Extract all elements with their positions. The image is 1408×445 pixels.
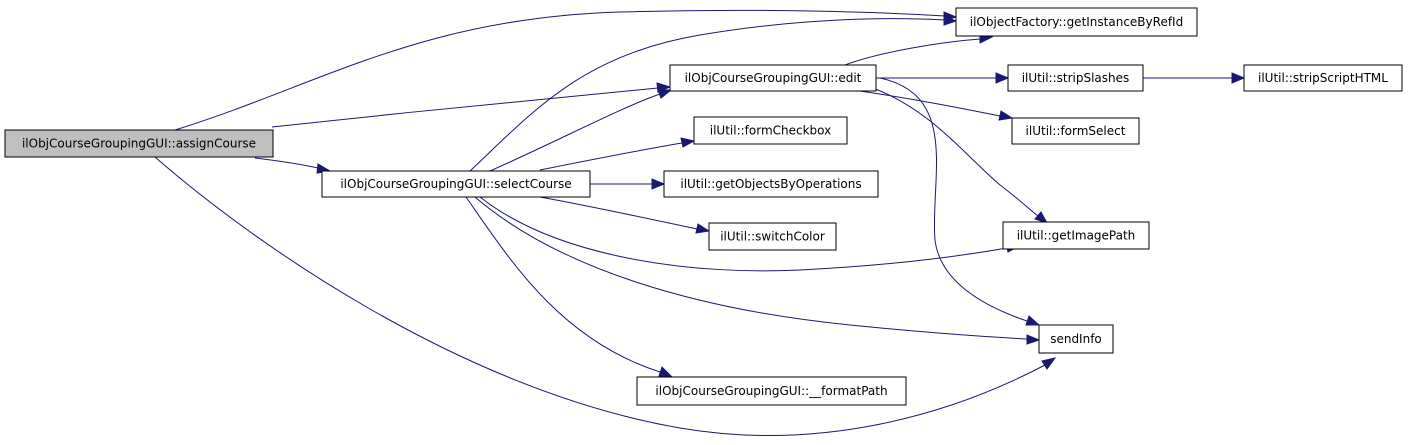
node-send-info[interactable]: sendInfo <box>1038 324 1114 354</box>
node-get-instance-by-ref-id[interactable]: ilObjectFactory::getInstanceByRefId <box>955 7 1198 37</box>
node-get-image-path[interactable]: ilUtil::getImagePath <box>1002 221 1150 250</box>
node-format-path-label: ilObjCourseGroupingGUI::__formatPath <box>655 384 887 398</box>
nodes: ilObjCourseGroupingGUI::assignCourse ilO… <box>4 7 1403 406</box>
node-assign-course[interactable]: ilObjCourseGroupingGUI::assignCourse <box>4 129 274 158</box>
edge-selectcourse-to-getobjectsbyoperations <box>589 178 666 190</box>
node-switch-color-label: ilUtil::switchColor <box>720 230 825 244</box>
node-strip-slashes[interactable]: ilUtil::stripSlashes <box>1007 64 1144 92</box>
node-switch-color[interactable]: ilUtil::switchColor <box>708 222 837 251</box>
node-send-info-label: sendInfo <box>1050 332 1102 346</box>
edge-selectcourse-to-sendinfo <box>474 196 1041 345</box>
edge-edit-to-getinstancebyrefid <box>844 33 994 66</box>
node-form-select-label: ilUtil::formSelect <box>1026 124 1126 138</box>
node-select-course[interactable]: ilObjCourseGroupingGUI::selectCourse <box>321 170 591 198</box>
node-strip-script-html-label: ilUtil::stripScriptHTML <box>1258 71 1388 85</box>
edge-assigncourse-to-sendinfo <box>154 156 1057 436</box>
edge-stripslashes-to-stripscripthtml <box>1143 72 1246 84</box>
node-get-instance-by-ref-id-label: ilObjectFactory::getInstanceByRefId <box>970 15 1183 29</box>
node-get-image-path-label: ilUtil::getImagePath <box>1017 229 1136 243</box>
node-edit[interactable]: ilObjCourseGroupingGUI::edit <box>669 64 877 92</box>
node-form-select[interactable]: ilUtil::formSelect <box>1011 117 1140 145</box>
edge-edit-to-stripslashes <box>876 72 1010 84</box>
node-strip-slashes-label: ilUtil::stripSlashes <box>1022 71 1130 85</box>
edge-selectcourse-to-formatpath <box>465 196 673 377</box>
edge-selectcourse-to-getinstancebyrefid <box>469 15 958 172</box>
edge-assigncourse-to-selectcourse <box>254 157 332 174</box>
edge-selectcourse-to-edit <box>489 89 673 172</box>
edge-edit-to-sendinfo <box>879 77 1041 326</box>
node-select-course-label: ilObjCourseGroupingGUI::selectCourse <box>340 177 571 191</box>
node-form-checkbox[interactable]: ilUtil::formCheckbox <box>693 116 848 145</box>
edge-assigncourse-to-edit <box>271 82 672 128</box>
node-edit-label: ilObjCourseGroupingGUI::edit <box>685 71 862 85</box>
node-get-objects-by-operations-label: ilUtil::getObjectsByOperations <box>680 177 861 191</box>
node-get-objects-by-operations[interactable]: ilUtil::getObjectsByOperations <box>663 170 879 198</box>
node-form-checkbox-label: ilUtil::formCheckbox <box>710 124 832 138</box>
node-assign-course-label: ilObjCourseGroupingGUI::assignCourse <box>22 137 256 151</box>
node-strip-script-html[interactable]: ilUtil::stripScriptHTML <box>1243 64 1403 92</box>
edge-selectcourse-to-formcheckbox <box>539 137 696 171</box>
edges <box>154 9 1246 436</box>
edge-selectcourse-to-switchcolor <box>539 196 711 234</box>
node-format-path[interactable]: ilObjCourseGroupingGUI::__formatPath <box>636 376 907 406</box>
edge-edit-to-getimagepath <box>872 87 1049 224</box>
edge-edit-to-formselect <box>859 90 1014 121</box>
